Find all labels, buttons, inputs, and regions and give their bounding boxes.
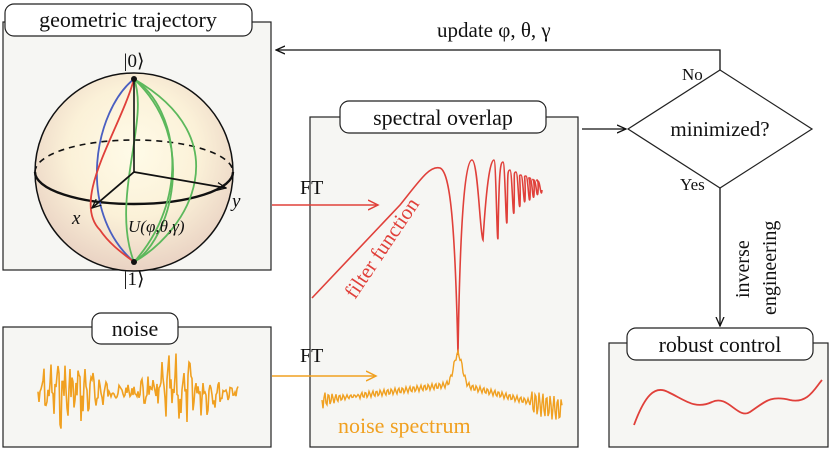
x-axis-label: x <box>71 208 81 229</box>
noise-spectrum-label: noise spectrum <box>338 413 471 438</box>
noise-panel: noise <box>2 312 272 448</box>
geometric-title-box <box>4 3 253 37</box>
y-axis-arrow <box>133 171 226 188</box>
decision-diamond: minimized? No Yes <box>626 65 814 194</box>
engineering-label: engineering <box>759 221 781 315</box>
bloch-sphere: |0⟩ |1⟩ x y U(φ,θ,γ) <box>33 51 241 290</box>
geometric-trajectory-panel: geometric trajectory |0⟩ |1⟩ x y U(φ,θ,γ… <box>2 3 272 290</box>
update-feedback-arrow: update φ, θ, γ <box>276 18 721 70</box>
ft-top-connector: FT <box>272 177 378 205</box>
noise-title: noise <box>112 316 158 341</box>
trajectory-blue <box>96 78 135 263</box>
ft-bottom-label: FT <box>300 345 323 367</box>
trajectory-green-4 <box>125 78 139 263</box>
inverse-label: inverse <box>732 240 754 298</box>
trajectory-red <box>89 78 135 263</box>
trajectory-green-2 <box>133 78 174 263</box>
noise-title-box <box>91 312 179 345</box>
decision-no-label: No <box>682 65 703 84</box>
spectral-title: spectral overlap <box>373 105 513 130</box>
unitary-label: U(φ,θ,γ) <box>128 217 185 236</box>
noise-spectrum-curve <box>321 348 563 420</box>
spectral-overlap-panel: spectral overlap filter function noise s… <box>309 100 579 448</box>
noise-waveform <box>37 353 239 429</box>
y-axis-label: y <box>230 191 241 212</box>
spectral-title-box <box>339 100 547 134</box>
ft-top-label: FT <box>300 177 323 199</box>
decision-question: minimized? <box>670 117 769 141</box>
robust-title: robust control <box>659 332 782 357</box>
equator-back <box>34 139 234 173</box>
trajectory-green-3 <box>133 78 197 263</box>
ket1-label: |1⟩ <box>124 269 145 290</box>
ket0-label: |0⟩ <box>124 51 145 72</box>
robust-control-pulse <box>633 379 823 426</box>
x-axis-arrow <box>92 171 135 208</box>
south-pole-dot <box>131 259 137 265</box>
robust-title-box <box>626 327 814 361</box>
filter-function-curve <box>311 159 543 356</box>
update-label: update φ, θ, γ <box>437 18 551 42</box>
robust-control-panel: robust control <box>608 327 829 448</box>
decision-yes-label: Yes <box>680 175 705 194</box>
ft-bottom-connector: FT <box>272 345 376 376</box>
geometric-title: geometric trajectory <box>39 7 217 32</box>
north-pole-dot <box>131 76 137 82</box>
inverse-engineering-arrow: inverse engineering <box>720 188 781 326</box>
